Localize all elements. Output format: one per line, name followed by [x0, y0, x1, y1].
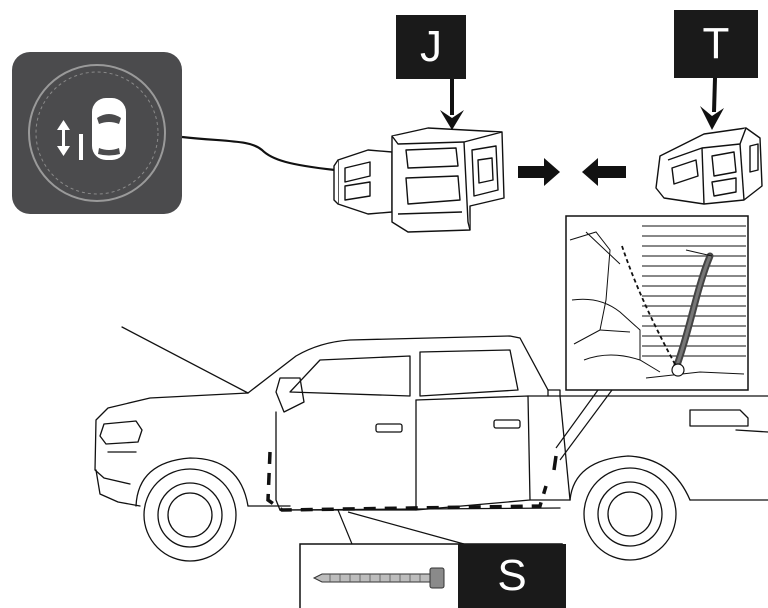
switch-button-icon — [12, 52, 182, 214]
connector-t-label: T — [674, 10, 758, 78]
connector-j-label: J — [396, 15, 466, 79]
cable-route — [266, 451, 558, 512]
inset-leader-line — [555, 389, 599, 449]
pointer-arrow-t — [700, 78, 724, 130]
inset-leader-line — [559, 389, 613, 461]
up-down-arrow-icon — [57, 120, 70, 156]
connector-j-icon — [333, 127, 505, 233]
connector-t-icon — [655, 127, 763, 205]
level-bar-icon — [79, 134, 83, 160]
pointer-arrow-j — [440, 79, 464, 130]
bed-detail-inset — [565, 215, 749, 391]
cable-tie-icon — [312, 567, 445, 589]
car-top-view-icon — [92, 98, 126, 160]
cable-tie-label: S — [458, 544, 566, 608]
join-arrows-icon — [518, 158, 626, 186]
wire — [181, 135, 336, 172]
